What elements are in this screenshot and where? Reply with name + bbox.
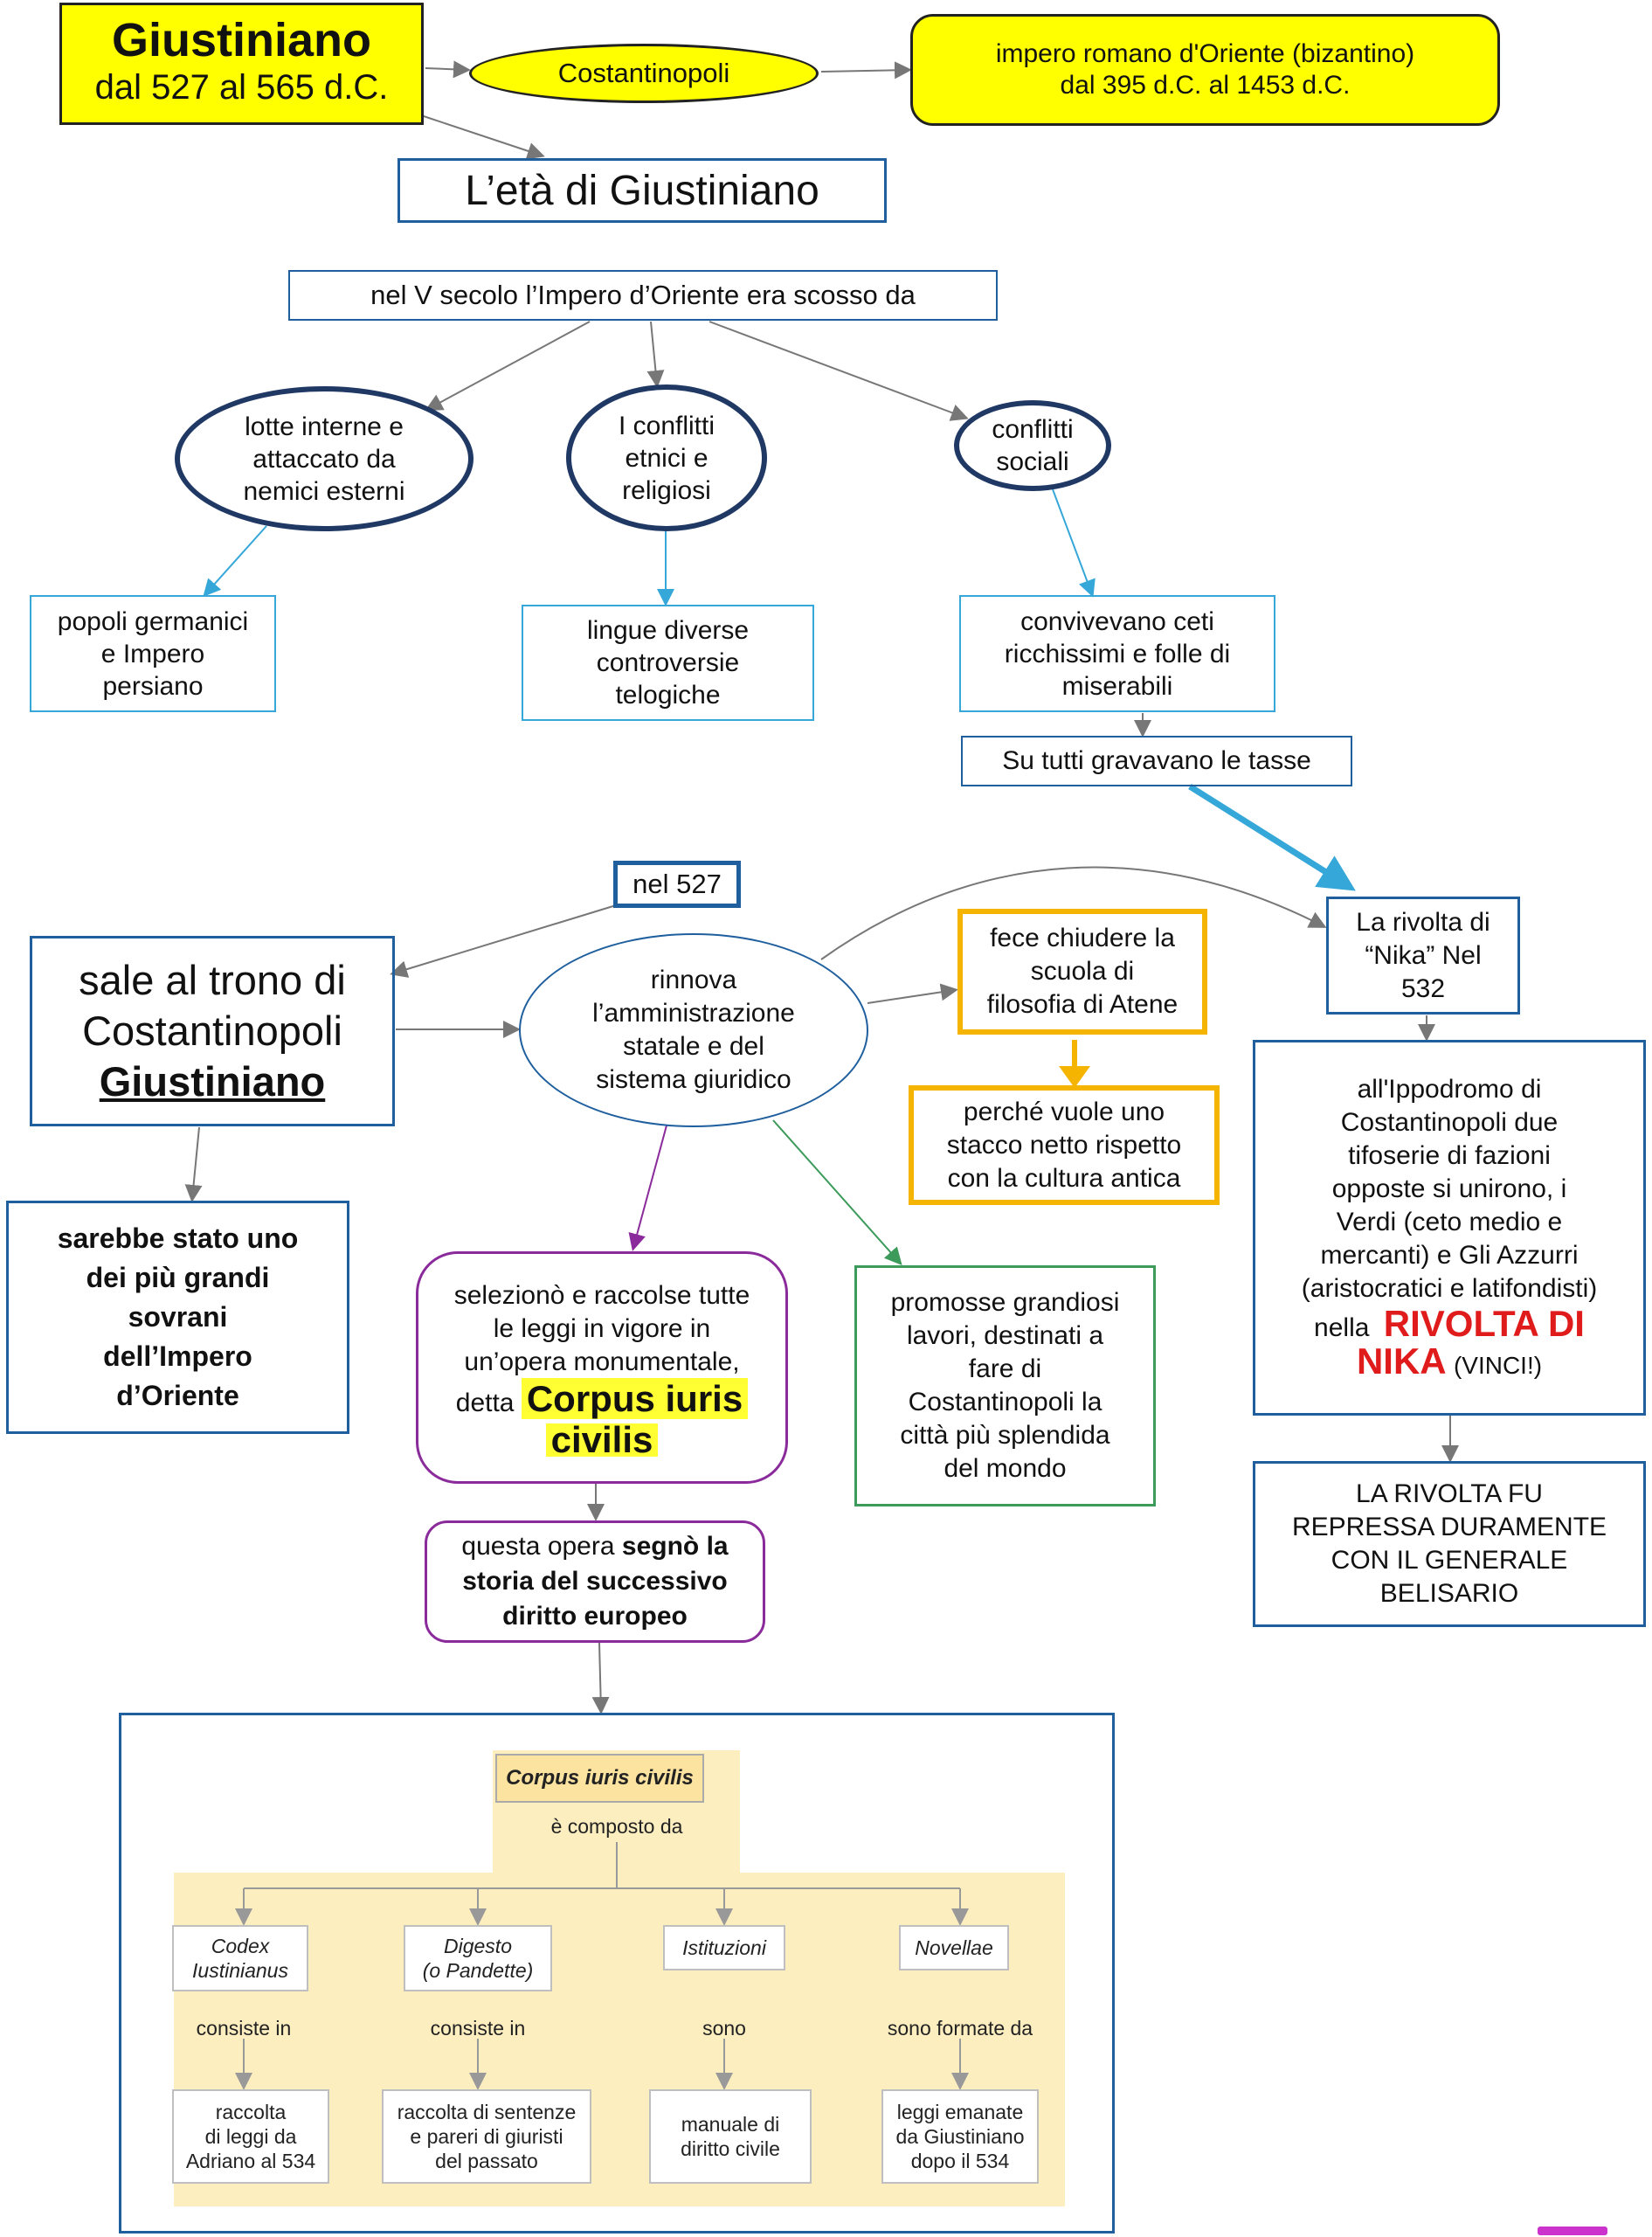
arrow-title-city [425,60,471,79]
reform-ellipse: rinnova l’amministrazione statale e del … [519,933,868,1127]
empire-box: impero romano d'Oriente (bizantino) dal … [910,14,1500,126]
part-content-1: raccolta di leggi da Adriano al 534 [172,2089,329,2184]
corner-mark [1538,2227,1607,2235]
arrow-cause1-detail [203,525,267,597]
part-name-3: Istituzioni [663,1925,785,1970]
arrow-cause3-detail [1052,488,1096,598]
cause-ellipse-3: conflitti sociali [954,400,1111,491]
arrow-year-throne [390,904,617,978]
part-name-2: Digesto (o Pandette) [404,1925,552,1991]
part-verb-4: sono formate da [887,2017,1033,2040]
corpus-table-frame: Corpus iuris civilis è composto da Codex… [119,1713,1115,2234]
arrow-city-empire [820,61,912,80]
crisis-intro-box: nel V secolo l’Impero d’Oriente era scos… [288,270,998,321]
arrow-title-era [420,114,545,160]
arrow-intro-cause3 [708,321,969,421]
arrow-throne-judgement [184,1126,203,1202]
part-content-2: raccolta di sentenze e pareri di giurist… [382,2089,591,2184]
title-dates: dal 527 al 565 d.C. [94,68,389,107]
taxes-box: Su tutti gravavano le tasse [961,736,1352,786]
arrow-reform-works [772,1119,902,1265]
part-content-4: leggi emanate da Giustiniano dopo il 534 [881,2089,1039,2184]
legacy-box: questa opera segnò la storia del success… [425,1520,765,1643]
part-verb-3: sono [702,2017,746,2040]
cause-ellipse-2: I conflitti etnici e religiosi [566,384,767,531]
arrow-intro-cause2 [646,321,665,388]
corpus-box: selezionò e raccolse tutte le leggi in v… [416,1251,788,1484]
revolt-desc-box: all'Ippodromo di Costantinopoli due tifo… [1253,1040,1646,1416]
era-title: L’età di Giustiniano [465,167,819,214]
revolt-title-box: La rivolta di “Nika” Nel 532 [1326,897,1520,1015]
part-content-3: manuale di diritto civile [649,2089,812,2184]
arrow-legacy-table [591,1642,610,1714]
arrow-reform-corpus [628,1125,667,1251]
part-verb-1: consiste in [196,2017,292,2040]
title-box: Giustiniano dal 527 al 565 d.C. [59,3,424,125]
works-box: promosse grandiosi lavori, destinati a f… [854,1265,1156,1506]
corpus-name: Corpus iuris [521,1377,749,1419]
city-label: Costantinopoli [557,58,730,88]
school-reason-box: perché vuole uno stacco netto rispetto c… [909,1085,1220,1205]
corpus-table-lines [235,1842,969,2090]
cause-ellipse-1: lotte interne e attaccato da nemici este… [175,386,473,531]
year-box: nel 527 [613,861,741,908]
arrow-taxes-revolt [1188,784,1356,891]
title: Giustiniano [112,14,371,66]
corpus-name-2: civilis [545,1421,659,1458]
arrow-intro-cause1 [425,321,591,411]
school-box: fece chiudere la scuola di filosofia di … [957,909,1207,1035]
city-ellipse: Costantinopoli [469,44,819,103]
throne-name: Giustiniano [99,1058,326,1105]
part-verb-2: consiste in [430,2017,526,2040]
arrow-reform-revolt [820,866,1327,960]
corpus-table-subtitle: è composto da [550,1815,683,1838]
revolt-outcome-box: LA RIVOLTA FU REPRESSA DURAMENTE CON IL … [1253,1461,1646,1627]
revolt-name: RIVOLTA DI [1383,1303,1585,1344]
cause-detail-3: convivevano ceti ricchissimi e folle di … [959,595,1275,712]
part-name-4: Novellae [899,1925,1009,1970]
corpus-table-title: Corpus iuris civilis [495,1754,704,1803]
throne-box: sale al trono di Costantinopoli Giustini… [30,936,395,1126]
arrow-school-reason-head [1059,1066,1090,1088]
cause-detail-1: popoli germanici e Impero persiano [30,595,276,712]
cause-detail-2: lingue diverse controversie telogiche [522,605,814,721]
revolt-name-2: NIKA [1356,1340,1447,1382]
part-name-1: Codex Iustinianus [172,1925,308,1991]
era-box: L’età di Giustiniano [397,158,887,223]
judgement-box: sarebbe stato uno dei più grandi sovrani… [6,1201,349,1434]
arrow-reform-school [867,983,958,1004]
